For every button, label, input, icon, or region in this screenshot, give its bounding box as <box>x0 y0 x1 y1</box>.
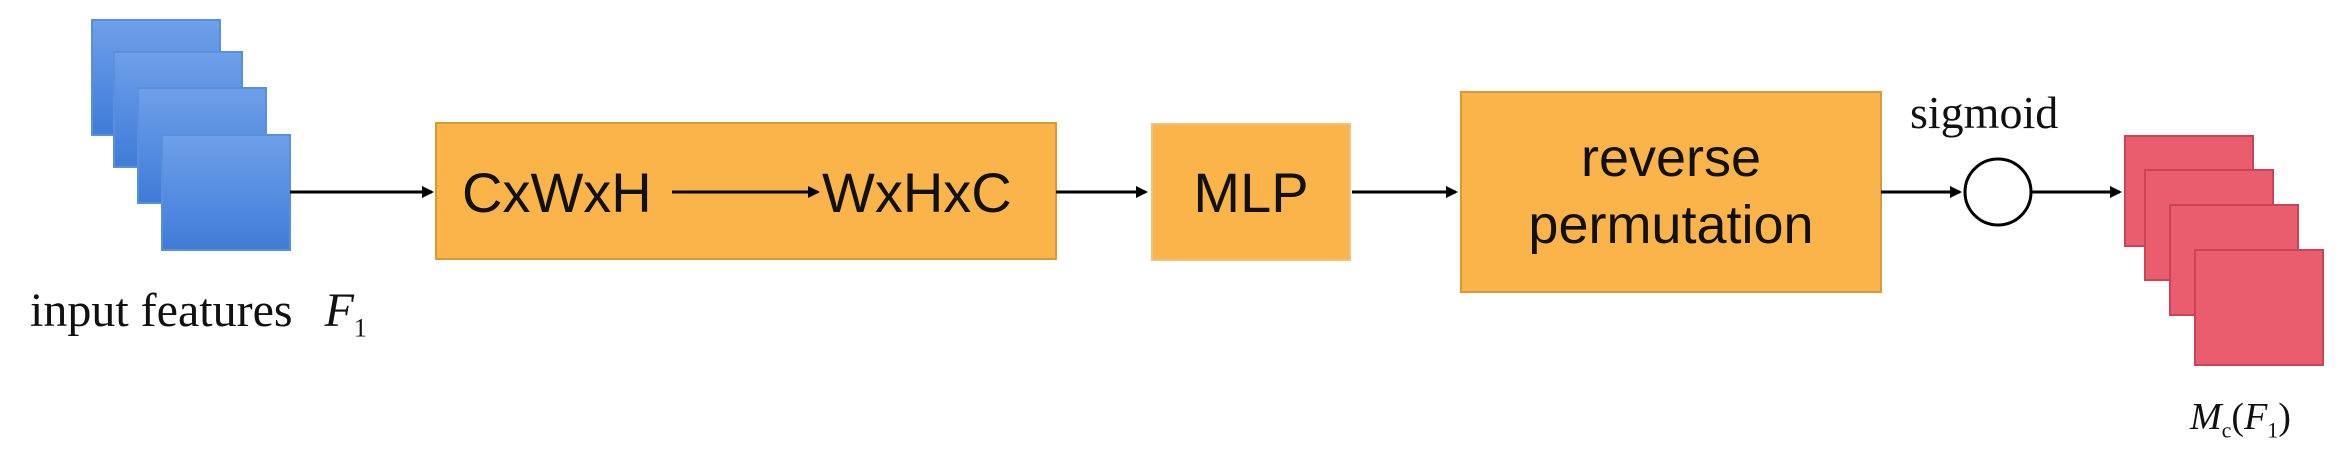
reverse-permutation-line2: permutation <box>1528 195 1814 255</box>
sigmoid-label: sigmoid <box>1910 87 2059 138</box>
mlp-box <box>1151 123 1351 261</box>
reverse-permutation-box <box>1460 91 1882 293</box>
input-feature-map-4 <box>161 134 291 251</box>
mlp-label: MLP <box>1193 160 1309 224</box>
input-feature-stack <box>91 19 291 251</box>
output-arg: F <box>2244 396 2268 438</box>
input-features-text: input features <box>30 284 293 337</box>
input-symbol: F <box>324 284 354 337</box>
output-func-subscript: c <box>2221 417 2232 443</box>
permute-output-shape: WxHxC <box>822 161 1012 224</box>
input-symbol-subscript: 1 <box>353 313 367 343</box>
output-close-paren: ) <box>2278 396 2291 438</box>
input-features-label: input features F1 <box>30 283 367 344</box>
output-open-paren: ( <box>2231 396 2245 438</box>
permute-input-shape: CxWxH <box>462 161 652 224</box>
output-arg-subscript: 1 <box>2267 417 2279 443</box>
reverse-permutation-label: reverse permutation <box>1461 92 1881 292</box>
output-attention-stack <box>2124 135 2324 366</box>
sigmoid-node <box>1963 157 2033 227</box>
reverse-permutation-line1: reverse <box>1580 127 1762 188</box>
output-func: M <box>2190 396 2222 438</box>
output-map-4 <box>2194 249 2324 366</box>
output-label: Mc(F1) <box>2190 395 2291 444</box>
